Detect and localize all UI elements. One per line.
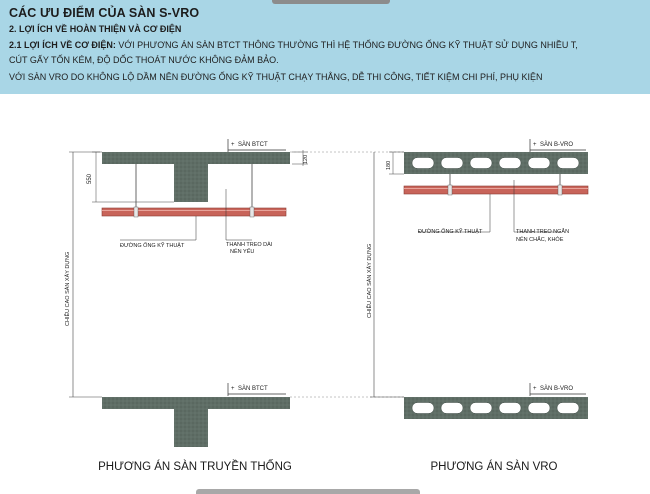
vro-pipe-label: ĐƯỜNG ỐNG KỸ THUẬT [418,228,483,235]
top-vro-level-tag: + SÀN B-VRO [529,139,586,152]
slab-void [556,157,580,169]
slab-void [498,157,522,169]
bottom-vro-level-label: SÀN B-VRO [540,385,573,392]
bottom-level-label: SÀN BTCT [238,385,268,392]
top-vro-level-label: SÀN B-VRO [540,141,573,148]
height-dimension-label: CHIỀU CAO SÀN XÂY DỰNG [64,252,71,326]
top-beam [174,164,208,202]
slab-void [527,157,551,169]
svg-text:+: + [231,386,235,392]
top-level-tag: + SÀN BTCT [227,139,286,152]
pipe-label: ĐƯỜNG ỐNG KỸ THUẬT [120,242,185,249]
vro-height-dimension-label: CHIỀU CAO SÀN XÂY DỰNG [366,244,373,318]
slab-void [411,402,435,414]
slab-void [469,157,493,169]
vro-slab-thickness-dimension: 180 [386,161,392,170]
svg-text:+: + [533,386,537,392]
traditional-caption: PHƯƠNG ÁN SÀN TRUYỀN THỐNG [98,459,292,473]
bottom-vro-level-tag: + SÀN B-VRO [529,383,586,396]
paragraph-text: VỚI PHƯƠNG ÁN SÀN BTCT THÔNG THƯỜNG THÌ … [115,40,578,50]
vro-technical-pipe [403,185,589,195]
hanger-label-line-2: NÊN YẾU [230,247,254,255]
svg-text:+: + [231,142,235,148]
section-subtitle: 2. LỢI ÍCH VỀ HOÀN THIỆN VÀ CƠ ĐIỆN [9,24,182,34]
slab-voids-top [411,157,580,169]
slab-void [498,402,522,414]
header-banner: CÁC ƯU ĐIỂM CỦA SÀN S-VRO 2. LỢI ÍCH VỀ … [0,0,650,94]
hanger-label-line-1: THANH TREO DÀI [226,241,273,248]
vro-hanger-label-line-2: NÊN CHẮC, KHỎE [516,235,564,243]
slab-void [440,157,464,169]
slab-void [411,157,435,169]
section-paragraph: 2.1 LỢI ÍCH VỀ CƠ ĐIỆN: VỚI PHƯƠNG ÁN SÀ… [9,38,640,53]
top-scroll-indicator[interactable] [272,0,390,4]
vro-hanger-label-line-1: THANH TREO NGẮN [516,227,569,235]
traditional-slab-section: + SÀN BTCT 120 550 ĐƯỜNG ỐNG KỸ THUẬT TH… [64,139,309,473]
top-level-label: SÀN BTCT [238,141,268,148]
top-slab [102,152,290,164]
paragraph-line-2: CÚT GẤY TỐN KÉM, ĐỘ DỐC THOÁT NƯỚC KHÔNG… [9,55,279,65]
svg-text:+: + [533,142,537,148]
slab-voids-bottom [411,402,580,414]
bottom-level-tag: + SÀN BTCT [227,383,286,396]
bottom-beam [174,409,208,447]
slab-void [527,402,551,414]
vro-slab-section: + SÀN B-VRO 180 ĐƯỜNG ỐNG KỸ THUẬT THANH… [366,139,589,473]
technical-pipe [101,207,287,217]
floor-comparison-diagram: + SÀN BTCT 120 550 ĐƯỜNG ỐNG KỸ THUẬT TH… [64,139,589,473]
slab-void [469,402,493,414]
beam-depth-dimension: 550 [87,173,93,184]
bottom-slab [102,397,290,409]
vro-caption: PHƯƠNG ÁN SÀN VRO [430,460,557,473]
paragraph-line-3: VỚI SÀN VRO DO KHÔNG LỘ DẦM NÊN ĐƯỜNG ỐN… [9,72,543,82]
slab-thickness-dimension: 120 [303,155,309,164]
slab-void [556,402,580,414]
paragraph-label: 2.1 LỢI ÍCH VỀ CƠ ĐIỆN: [9,40,116,50]
horizontal-scrollbar[interactable] [196,489,420,494]
slab-void [440,402,464,414]
page-title: CÁC ƯU ĐIỂM CỦA SÀN S-VRO [9,6,200,20]
